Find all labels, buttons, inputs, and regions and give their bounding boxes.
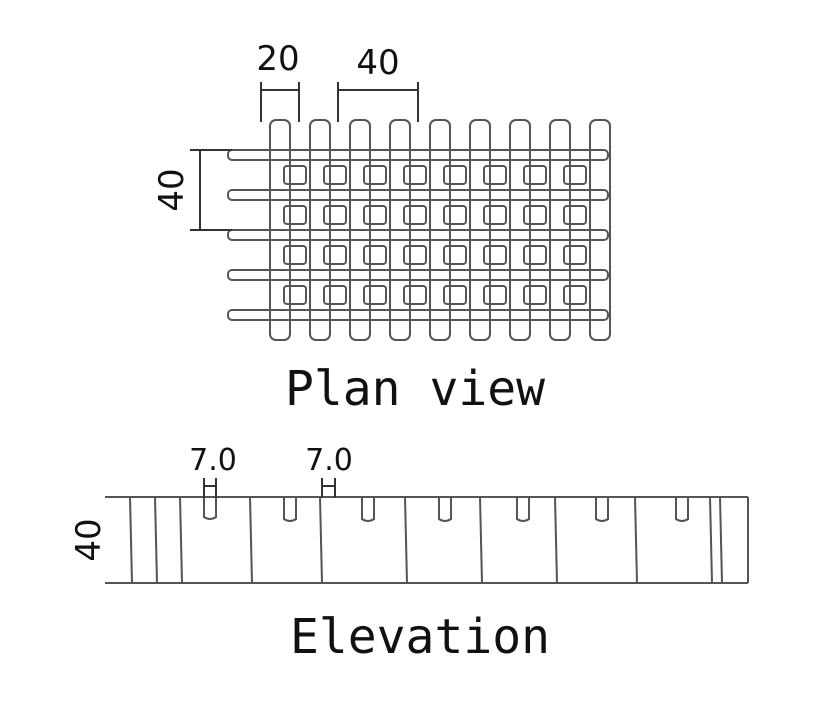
elevation-dim-slot-2-label: 7.0: [305, 443, 353, 478]
plan-opening: [483, 205, 507, 225]
plan-dim-pitch: 40: [337, 43, 419, 122]
plan-opening: [563, 205, 587, 225]
plan-opening: [563, 245, 587, 265]
elevation-bar-divider: [634, 496, 638, 584]
plan-vertical-bar: [309, 119, 331, 341]
elevation-bar-divider: [404, 496, 408, 584]
elevation-slot: [203, 497, 217, 520]
plan-opening: [403, 205, 427, 225]
plan-vertical-bar: [389, 119, 411, 341]
plan-vertical-bar: [269, 119, 291, 341]
plan-horizontal-bar: [227, 149, 609, 161]
plan-opening: [403, 165, 427, 185]
plan-vertical-bar: [469, 119, 491, 341]
plan-dim-bar-label: 20: [256, 39, 299, 79]
plan-vertical-bar: [509, 119, 531, 341]
plan-opening: [483, 165, 507, 185]
plan-vertical-bar: [349, 119, 371, 341]
elevation-dim-slot-1-label: 7.0: [189, 443, 237, 478]
plan-opening: [323, 205, 347, 225]
elevation-bar-divider: [479, 496, 483, 584]
plan-dim-bar-width: 20: [256, 39, 300, 122]
plan-opening: [323, 245, 347, 265]
plan-opening: [563, 165, 587, 185]
elevation-bar-divider: [554, 496, 558, 584]
plan-dim-height-label: 40: [152, 168, 192, 211]
plan-opening: [443, 205, 467, 225]
plan-opening: [363, 205, 387, 225]
elevation-bar-divider: [319, 496, 323, 584]
elevation-dim-height-label: 40: [69, 518, 109, 561]
elevation-bar-divider: [719, 496, 723, 584]
elevation-profile: [105, 496, 749, 584]
elevation-slot: [675, 497, 689, 522]
plan-opening: [403, 285, 427, 305]
elevation-dim-slot-1: 7.0: [189, 443, 237, 498]
elevation-slot: [516, 497, 530, 522]
plan-opening: [283, 165, 307, 185]
plan-opening: [323, 165, 347, 185]
plan-opening: [523, 165, 547, 185]
plan-opening: [563, 285, 587, 305]
elevation-slot: [595, 497, 609, 522]
plan-opening: [363, 245, 387, 265]
plan-opening: [523, 285, 547, 305]
plan-grating-grid: [227, 119, 611, 341]
plan-opening: [443, 165, 467, 185]
plan-opening: [443, 285, 467, 305]
plan-opening: [283, 205, 307, 225]
plan-vertical-bar: [589, 119, 611, 341]
elevation-slot: [361, 497, 375, 522]
plan-opening: [523, 245, 547, 265]
elevation-dim-slot-2: 7.0: [305, 443, 353, 498]
plan-opening: [483, 245, 507, 265]
elevation-bar-divider: [179, 496, 183, 584]
plan-horizontal-bar: [227, 229, 609, 241]
plan-opening: [403, 245, 427, 265]
plan-horizontal-bar: [227, 189, 609, 201]
plan-opening: [363, 165, 387, 185]
plan-dim-pitch-label: 40: [356, 43, 399, 83]
plan-horizontal-bar: [227, 269, 609, 281]
plan-opening: [483, 285, 507, 305]
plan-horizontal-bar: [227, 309, 609, 321]
plan-dim-height: 40: [152, 149, 232, 231]
plan-opening: [363, 285, 387, 305]
elevation-slot: [438, 497, 452, 522]
plan-view: 20 40 40 Plan view: [152, 39, 611, 417]
plan-opening: [523, 205, 547, 225]
elevation-slot: [283, 497, 297, 522]
elevation-bar-divider: [249, 496, 253, 584]
plan-view-caption: Plan view: [285, 361, 545, 417]
elevation-bar-divider: [129, 496, 133, 584]
elevation-bar-divider: [709, 496, 713, 584]
plan-opening: [283, 285, 307, 305]
plan-vertical-bar: [549, 119, 571, 341]
plan-opening: [443, 245, 467, 265]
elevation-caption: Elevation: [290, 609, 550, 665]
plan-vertical-bar: [429, 119, 451, 341]
elevation-view: 7.0 7.0 40 Elevation: [69, 443, 749, 665]
plan-opening: [283, 245, 307, 265]
plan-opening: [323, 285, 347, 305]
elevation-bar-divider: [154, 496, 158, 584]
